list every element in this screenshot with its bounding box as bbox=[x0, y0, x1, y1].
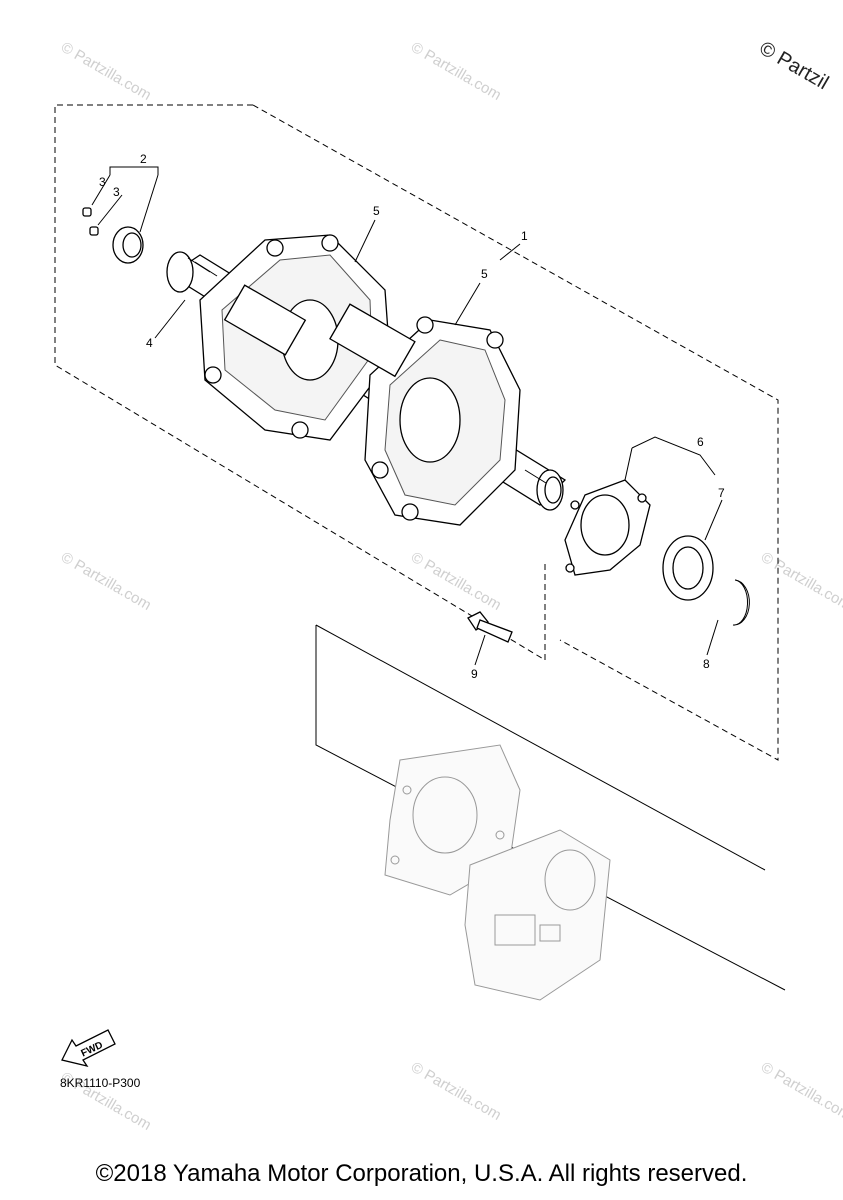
part-sprocket-left bbox=[199, 234, 391, 441]
watermark: © Partzilla.com bbox=[58, 39, 154, 104]
callout-3: 3 bbox=[113, 185, 120, 199]
callout-3: 3 bbox=[99, 175, 106, 189]
part-bearing-housing bbox=[564, 479, 651, 576]
corner-watermark: © Partzil bbox=[756, 37, 833, 94]
watermark: © Partzilla.com bbox=[408, 549, 504, 614]
reference-outline bbox=[315, 624, 766, 871]
part-circlip bbox=[732, 579, 750, 626]
leader-bracket-6 bbox=[631, 436, 716, 476]
assembly-outline bbox=[252, 104, 779, 761]
brake-caliper bbox=[464, 829, 611, 1001]
reference-outline bbox=[315, 625, 786, 991]
watermark: © Partzilla.com bbox=[758, 549, 843, 614]
watermark: © Partzilla.com bbox=[408, 1059, 504, 1124]
leader-bracket-2 bbox=[109, 166, 159, 175]
callout-4: 4 bbox=[146, 336, 153, 350]
part-bearing bbox=[662, 535, 714, 601]
callout-5: 5 bbox=[481, 267, 488, 281]
part-bushing bbox=[82, 207, 144, 264]
leader-line-2 bbox=[139, 174, 159, 233]
watermarks: © Partzilla.com © Partzilla.com © Partzi… bbox=[58, 37, 843, 1134]
assembly-outline bbox=[54, 104, 546, 661]
callouts: 1 2 3 3 4 5 5 6 7 8 9 bbox=[99, 152, 725, 681]
fwd-arrow-icon: FWD bbox=[61, 1029, 116, 1068]
leader-line-4 bbox=[154, 299, 186, 339]
watermark: © Partzilla.com bbox=[58, 549, 154, 614]
brake-mount-plate bbox=[384, 744, 521, 896]
leader-line-5b bbox=[454, 282, 481, 326]
leader-line-8 bbox=[706, 619, 719, 656]
leader-line-1 bbox=[499, 243, 521, 261]
part-sprocket-right bbox=[329, 303, 521, 526]
watermark: © Partzilla.com bbox=[408, 39, 504, 104]
watermark: © Partzilla.com bbox=[758, 1059, 843, 1124]
callout-6: 6 bbox=[697, 435, 704, 449]
leader-line-9 bbox=[474, 634, 486, 666]
callout-7: 7 bbox=[718, 486, 725, 500]
callout-2: 2 bbox=[140, 152, 147, 166]
copyright-notice: ©2018 Yamaha Motor Corporation, U.S.A. A… bbox=[95, 1160, 748, 1187]
part-bolt bbox=[467, 611, 513, 643]
callout-1: 1 bbox=[521, 229, 528, 243]
leader-line-7 bbox=[704, 499, 723, 541]
leader-line-3 bbox=[91, 174, 111, 206]
leader-line-5a bbox=[354, 219, 376, 263]
leader-line-6 bbox=[624, 447, 633, 481]
diagram-code: 8KR1110-P300 bbox=[60, 1076, 141, 1090]
leader-line-3 bbox=[97, 194, 123, 226]
callout-5: 5 bbox=[373, 204, 380, 218]
callout-8: 8 bbox=[703, 657, 710, 671]
callout-9: 9 bbox=[471, 667, 478, 681]
